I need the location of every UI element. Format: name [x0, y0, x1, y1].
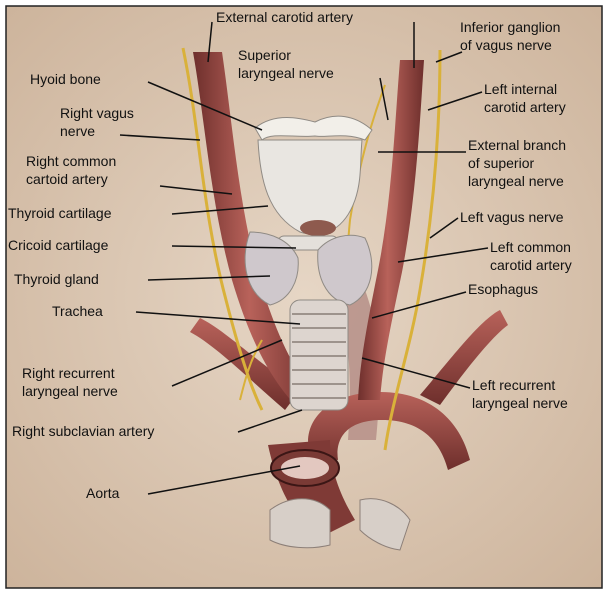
label-cricoid-cartilage: Cricoid cartilage — [8, 237, 109, 253]
label-trachea: Trachea — [52, 303, 103, 319]
label-superior-laryngeal-line2: laryngeal nerve — [238, 65, 334, 81]
trachea-shape — [290, 300, 348, 410]
label-left-common-carotid-line1: Left common — [490, 239, 571, 255]
label-left-common-carotid-line2: carotid artery — [490, 257, 572, 273]
label-right-recurrent-line2: laryngeal nerve — [22, 383, 118, 399]
label-inferior-ganglion-line1: Inferior ganglion — [460, 19, 560, 35]
label-external-branch-line2: of superior — [468, 155, 534, 171]
label-left-internal-carotid-line1: Left internal — [484, 81, 557, 97]
label-right-subclavian-artery: Right subclavian artery — [12, 423, 154, 439]
label-esophagus: Esophagus — [468, 281, 538, 297]
label-left-vagus-nerve: Left vagus nerve — [460, 209, 564, 225]
label-right-common-carotid-line1: Right common — [26, 153, 116, 169]
label-aorta: Aorta — [86, 485, 120, 501]
label-right-common-carotid-line2: cartoid artery — [26, 171, 108, 187]
label-left-recurrent-line1: Left recurrent — [472, 377, 555, 393]
label-right-vagus-line2: nerve — [60, 123, 95, 139]
label-thyroid-cartilage: Thyroid cartilage — [8, 205, 112, 221]
label-left-internal-carotid-line2: carotid artery — [484, 99, 566, 115]
right-bronchus-shape — [270, 499, 330, 548]
label-inferior-ganglion-line2: of vagus nerve — [460, 37, 552, 53]
label-hyoid-bone: Hyoid bone — [30, 71, 101, 87]
label-right-recurrent-line1: Right recurrent — [22, 365, 115, 381]
label-left-recurrent-line2: laryngeal nerve — [472, 395, 568, 411]
cricothyroid-shape — [300, 220, 336, 236]
label-external-branch-line1: External branch — [468, 137, 566, 153]
label-thyroid-gland: Thyroid gland — [14, 271, 99, 287]
label-right-vagus-line1: Right vagus — [60, 105, 134, 121]
label-superior-laryngeal-line1: Superior — [238, 47, 291, 63]
label-external-branch-line3: laryngeal nerve — [468, 173, 564, 189]
label-external-carotid-artery: External carotid artery — [216, 9, 353, 25]
